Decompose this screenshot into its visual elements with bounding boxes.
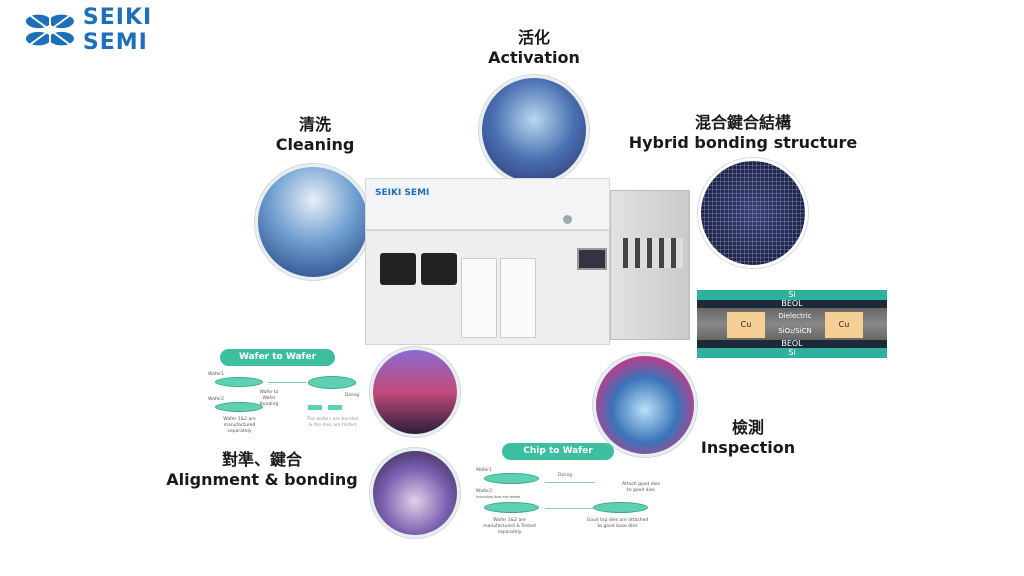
inspection-zh: 檢測	[731, 418, 764, 437]
c2w-note-left: Wafer 1&2 are manufactured & Tested sepa…	[483, 518, 536, 535]
c2w-result-wafer	[593, 502, 648, 513]
w2w-wafer2	[215, 402, 263, 412]
stack-si-top: Si	[697, 290, 887, 300]
alignment-photo-bottom	[370, 448, 460, 538]
c2w-attach-label: Attach good dies to good dies	[622, 482, 660, 493]
w2w-bonded-wafer	[308, 376, 356, 389]
c2w-dicing-label: Dicing	[558, 473, 573, 478]
alignment-zh: 對準、鍵合	[221, 450, 302, 469]
logo-text: SEIKI SEMI	[82, 5, 153, 55]
stack-dielectric: Dielectric	[778, 312, 812, 320]
inspection-en: Inspection	[700, 438, 796, 457]
w2w-note-right: The wafers are bonded & the dies are tes…	[306, 417, 359, 428]
alignment-photo-top	[370, 347, 460, 437]
w2w-bonding-label: Wafer to Wafer Bonding	[259, 390, 279, 407]
activation-en: Activation	[488, 48, 580, 67]
w2w-wafer2-label: Wafer2	[208, 397, 224, 402]
w2w-title: Wafer to Wafer	[220, 349, 335, 366]
logo: SEIKI SEMI	[25, 5, 220, 55]
cleaning-photo	[255, 164, 371, 280]
w2w-wafer1	[215, 377, 263, 387]
bonding-machine: SEIKI SEMI	[365, 178, 690, 353]
alignment-en: Alignment & bonding	[166, 470, 358, 489]
stack-cu-left: Cu	[727, 312, 765, 338]
inspection-photo	[593, 353, 697, 457]
c2w-title: Chip to Wafer	[502, 443, 614, 460]
structure-zh: 混合鍵合結構	[694, 113, 791, 132]
w2w-dicing-label: Dicing	[345, 393, 360, 398]
c2w-wafer1-label: Wafer1	[476, 468, 492, 473]
machine-brand: SEIKI SEMI	[375, 188, 430, 198]
chip-to-wafer-diagram: Chip to Wafer Wafer1 Wafer2 Individual d…	[470, 440, 665, 540]
w2w-wafer1-label: Wafer1	[208, 372, 224, 377]
stack-beol-bottom: BEOL	[697, 340, 887, 348]
cleaning-zh: 清洗	[298, 115, 331, 134]
stack-material: SiO₂/SiCN	[778, 327, 812, 335]
logo-mark-icon	[25, 13, 74, 47]
hybrid-bond-stack: Si BEOL Cu Cu Dielectric SiO₂/SiCN BEOL …	[697, 290, 887, 358]
activation-photo	[479, 75, 589, 185]
activation-zh: 活化	[517, 28, 550, 47]
stack-si-bottom: Si	[697, 348, 887, 358]
cleaning-en: Cleaning	[275, 135, 355, 154]
stack-cu-right: Cu	[825, 312, 863, 338]
c2w-wafer2-label: Wafer2	[476, 489, 492, 494]
hybrid-wafer-photo	[698, 158, 808, 268]
c2w-wafer1	[484, 473, 539, 484]
stack-beol-top: BEOL	[697, 300, 887, 308]
wafer-to-wafer-diagram: Wafer to Wafer Wafer1 Wafer2 Wafer to Wa…	[200, 345, 370, 440]
c2w-wafer2	[484, 502, 539, 513]
c2w-note-right: Good top dies are attached to good base …	[586, 518, 649, 529]
c2w-wafer2-sub: Individual dies are tested	[476, 495, 521, 499]
structure-en: Hybrid bonding structure	[628, 133, 858, 152]
w2w-note-left: Wafer 1&2 are manufactured separately	[223, 417, 256, 434]
